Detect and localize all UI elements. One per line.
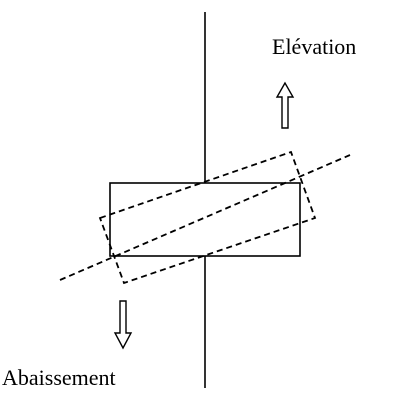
- label-abaissement: Abaissement: [2, 365, 116, 390]
- label-elevation: Elévation: [272, 34, 356, 59]
- arrow-down-icon: [113, 300, 133, 350]
- arrow-up-icon: [275, 81, 295, 129]
- dashed-tilted-block: [98, 150, 317, 285]
- dashed-tilt-axis: [59, 154, 351, 281]
